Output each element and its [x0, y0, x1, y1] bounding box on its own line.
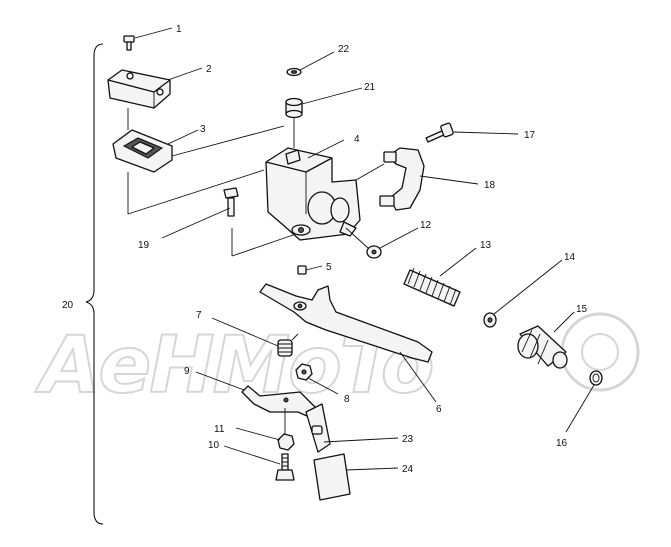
callout-18: 18	[484, 180, 496, 191]
callout-24: 24	[402, 464, 414, 475]
callout-5: 5	[326, 262, 332, 273]
part-3-diaphragm	[112, 129, 199, 173]
callout-13: 13	[480, 240, 492, 251]
callout-6: 6	[436, 404, 442, 415]
part-11-nut	[235, 427, 295, 451]
part-12-washer	[366, 227, 419, 259]
part-15-piston	[517, 311, 575, 369]
part-24-label	[313, 453, 399, 501]
callout-12: 12	[420, 220, 432, 231]
callout-15: 15	[576, 304, 588, 315]
callout-16: 16	[556, 438, 568, 449]
part-23-switch	[305, 403, 399, 453]
part-13-spring	[403, 247, 477, 307]
assembly-lines	[127, 108, 385, 257]
part-19-bolt	[161, 187, 239, 239]
part-22-washer	[286, 51, 335, 77]
callout-17: 17	[524, 130, 536, 141]
callout-1: 1	[176, 24, 182, 35]
part-5-pin	[297, 265, 323, 275]
callout-21: 21	[364, 82, 376, 93]
callout-3: 3	[200, 124, 206, 135]
part-21-boot	[285, 87, 363, 119]
part-8-nut	[295, 363, 339, 395]
callout-20: 20	[62, 300, 74, 311]
part-4-master-cylinder	[265, 139, 361, 241]
callout-7: 7	[196, 310, 202, 321]
callout-2: 2	[206, 64, 212, 75]
part-16-o-ring	[565, 370, 603, 433]
callout-22: 22	[338, 44, 350, 55]
assembly-brace	[85, 43, 104, 525]
part-17-bolt	[425, 122, 519, 143]
callout-23: 23	[402, 434, 414, 445]
callout-10: 10	[208, 440, 220, 451]
callout-8: 8	[344, 394, 350, 405]
part-14-washer	[483, 259, 563, 328]
part-1-screw	[123, 27, 173, 51]
callout-4: 4	[354, 134, 360, 145]
part-18-clamp	[379, 147, 479, 211]
part-2-reservoir-cap	[107, 67, 203, 109]
callout-19: 19	[138, 240, 150, 251]
part-10-screw	[223, 408, 295, 481]
callout-9: 9	[184, 366, 190, 377]
part-6-brake-lever	[259, 283, 437, 403]
part-7-spring	[211, 317, 299, 357]
callout-labels: 1 2 3 4 5 6 7 8 9 10 11 12 13 14 15 16 1…	[62, 24, 588, 475]
callout-14: 14	[564, 252, 576, 263]
callout-11: 11	[214, 424, 225, 435]
